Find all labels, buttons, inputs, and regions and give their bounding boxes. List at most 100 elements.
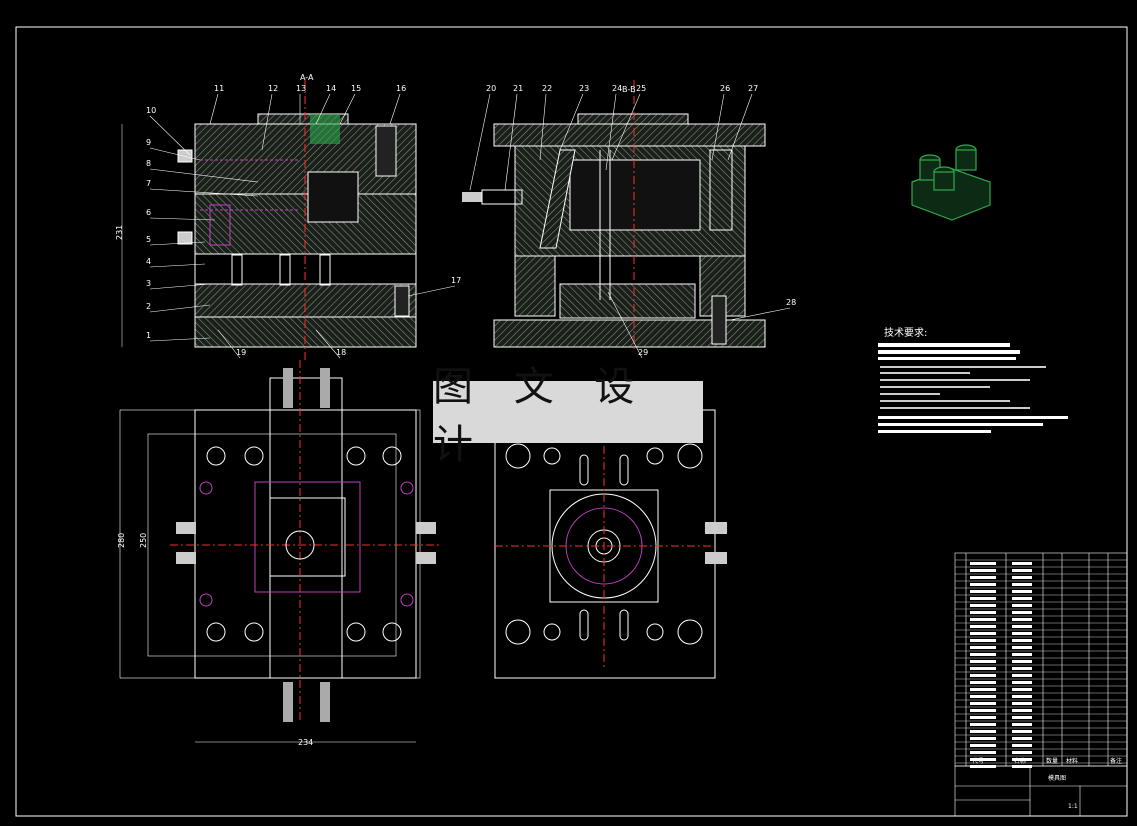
- part-number-19: 19: [236, 348, 246, 357]
- parts-list-cell: [1012, 765, 1032, 768]
- part-number-6: 6: [146, 208, 151, 217]
- leader-line: [149, 263, 206, 268]
- part-number-12: 12: [268, 84, 278, 93]
- parts-list-cell: [970, 632, 996, 635]
- parts-list-cell: [970, 653, 996, 656]
- title-code-header: 代号: [972, 757, 984, 765]
- part-number-28: 28: [786, 298, 796, 307]
- parts-list-cell: [970, 618, 996, 621]
- leader-line: [389, 93, 401, 125]
- part-number-21: 21: [513, 84, 523, 93]
- part-number-16: 16: [396, 84, 406, 93]
- parts-list-cell: [1012, 702, 1032, 705]
- parts-list-cell: [1012, 660, 1032, 663]
- part-isometric: [911, 144, 991, 221]
- leader-line: [559, 93, 584, 151]
- leader-line: [149, 217, 216, 221]
- leader-line: [149, 188, 259, 197]
- part-number-26: 26: [720, 84, 730, 93]
- part-number-10: 10: [146, 106, 156, 115]
- parts-list-cell: [970, 674, 996, 677]
- part-number-27: 27: [748, 84, 758, 93]
- parts-list-cell: [970, 639, 996, 642]
- parts-list-cell: [1012, 569, 1032, 572]
- leader-line: [607, 291, 643, 359]
- part-number-2: 2: [146, 302, 151, 311]
- parts-list-cell: [970, 604, 996, 607]
- parts-list-cell: [970, 716, 996, 719]
- part-number-17: 17: [451, 276, 461, 285]
- leader-line: [149, 168, 259, 183]
- parts-list-cell: [970, 590, 996, 593]
- part-number-8: 8: [146, 159, 151, 168]
- parts-list-cell: [1012, 681, 1032, 684]
- leader-line: [729, 307, 791, 321]
- parts-list-cell: [1012, 716, 1032, 719]
- parts-list-cell: [1012, 604, 1032, 607]
- leader-line: [149, 283, 211, 290]
- plan-view-left: [119, 360, 440, 722]
- parts-list-cell: [970, 569, 996, 572]
- leader-line: [727, 93, 753, 161]
- parts-list-cell: [970, 758, 996, 761]
- leader-line: [149, 147, 201, 161]
- leader-line: [407, 285, 456, 297]
- part-number-15: 15: [351, 84, 361, 93]
- leader-line: [711, 93, 725, 161]
- part-number-11: 11: [214, 84, 224, 93]
- tech-requirements-text: [878, 343, 1068, 433]
- parts-list-cell: [1012, 730, 1032, 733]
- dim-inner-left: 250: [139, 533, 148, 548]
- parts-list-cell: [970, 723, 996, 726]
- part-number-18: 18: [336, 348, 346, 357]
- dim-height-left: 231: [115, 225, 124, 240]
- parts-list-cell: [970, 576, 996, 579]
- leader-line: [149, 304, 211, 313]
- tech-requirements-title: 技术要求:: [884, 328, 928, 339]
- plan-view-right-bolts: [505, 443, 703, 645]
- part-number-4: 4: [146, 257, 151, 266]
- parts-list-cell: [970, 730, 996, 733]
- leader-line: [469, 93, 491, 191]
- parts-list-cell: [970, 611, 996, 614]
- leader-line: [149, 337, 211, 342]
- parts-list-cell: [1012, 632, 1032, 635]
- parts-list-cell: [1012, 688, 1032, 691]
- parts-list-cell: [1012, 709, 1032, 712]
- parts-list-cell: [970, 709, 996, 712]
- leader-line: [339, 93, 356, 125]
- part-number-14: 14: [326, 84, 336, 93]
- parts-list-cell: [970, 737, 996, 740]
- title-name-header: 名称: [1014, 757, 1026, 765]
- parts-list-cell: [1012, 597, 1032, 600]
- leader-line: [315, 93, 331, 125]
- parts-list-cell: [1012, 576, 1032, 579]
- section-mark-a: A-A: [300, 73, 314, 82]
- parts-list-cell: [1012, 695, 1032, 698]
- parts-list-cell: [1012, 639, 1032, 642]
- part-number-3: 3: [146, 279, 151, 288]
- leader-line: [149, 115, 191, 156]
- part-number-7: 7: [146, 179, 151, 188]
- dim-bottom-width: 234: [298, 738, 313, 747]
- parts-list-cell: [970, 646, 996, 649]
- parts-list-cell: [1012, 646, 1032, 649]
- part-number-1: 1: [146, 331, 151, 340]
- leader-line: [149, 241, 206, 246]
- leader-line: [209, 93, 219, 125]
- dim-outer-left: 280: [117, 533, 126, 548]
- outer-frame: [15, 26, 1128, 817]
- part-number-13: 13: [296, 84, 306, 93]
- parts-list-cell: [970, 667, 996, 670]
- part-number-20: 20: [486, 84, 496, 93]
- parts-list-cell: [1012, 625, 1032, 628]
- leader-line: [605, 93, 617, 171]
- parts-list-cell: [1012, 674, 1032, 677]
- parts-list-cell: [970, 562, 996, 565]
- parts-list-cell: [970, 688, 996, 691]
- parts-list-cell: [970, 744, 996, 747]
- part-number-23: 23: [579, 84, 589, 93]
- section-mark-b: B-B: [622, 85, 636, 94]
- leader-line: [611, 93, 641, 161]
